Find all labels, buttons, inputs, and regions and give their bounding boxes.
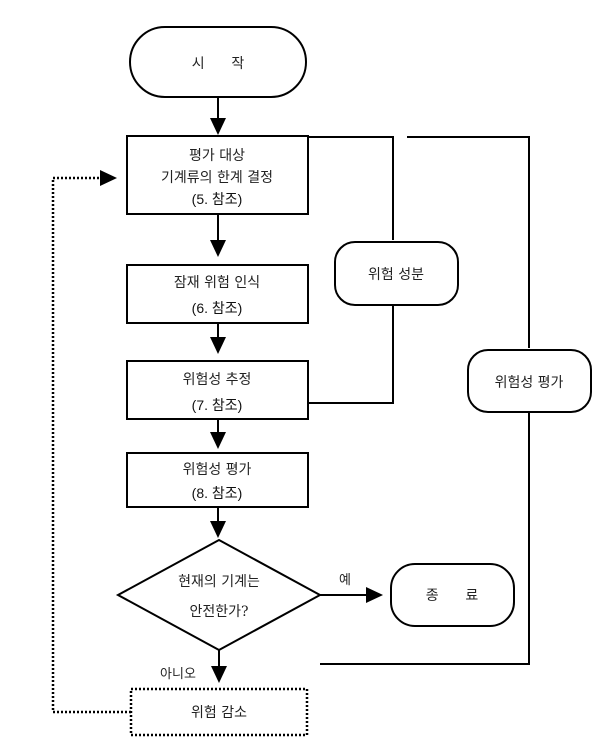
reduce-label: 위험 감소 xyxy=(191,705,247,721)
step3-ref: (7. 참조) xyxy=(192,397,243,413)
arrowhead xyxy=(210,240,226,257)
edge-reduce-step1-loop xyxy=(51,176,131,714)
process-risk-estimation: 위험성 추정 (7. 참조) xyxy=(126,360,309,420)
process-risk-evaluation: 위험성 평가 (8. 참조) xyxy=(126,452,309,508)
process-define-limits: 평가 대상 기계류의 한계 결정 (5. 참조) xyxy=(126,135,309,215)
yes-label: 예 xyxy=(339,573,351,588)
risk-component-label: 위험 성분 xyxy=(368,267,424,283)
decision-line2: 안전한가? xyxy=(189,604,248,620)
arrowhead xyxy=(366,587,383,603)
step1-line2: 기계류의 한계 결정 xyxy=(161,170,273,186)
end-label: 종 료 xyxy=(426,588,479,604)
step2-line1: 잠재 위험 인식 xyxy=(174,275,260,291)
arrowhead xyxy=(100,170,117,186)
decision-line1: 현재의 기계는 xyxy=(178,574,260,590)
bracket-risk-analysis: 위험 성분 xyxy=(308,136,459,404)
start-label: 시 작 xyxy=(192,56,245,72)
arrowhead xyxy=(210,521,226,538)
arrowhead xyxy=(211,666,227,683)
risk-assessment-label: 위험성 평가 xyxy=(495,375,564,391)
process-risk-reduction: 위험 감소 xyxy=(129,687,309,737)
no-label: 아니오 xyxy=(160,667,196,682)
arrowhead xyxy=(210,432,226,449)
arrowhead xyxy=(210,118,226,135)
end-node: 종 료 xyxy=(390,563,515,627)
process-identify-hazards: 잠재 위험 인식 (6. 참조) xyxy=(126,264,309,324)
arrowhead xyxy=(210,337,226,354)
start-node: 시 작 xyxy=(129,26,307,98)
step2-ref: (6. 참조) xyxy=(192,300,243,316)
step1-line1: 평가 대상 xyxy=(189,148,245,164)
bracket-risk-assessment: 위험성 평가 xyxy=(320,136,592,665)
step3-line1: 위험성 추정 xyxy=(183,372,252,388)
step1-ref: (5. 참조) xyxy=(192,191,243,207)
step4-line1: 위험성 평가 xyxy=(183,462,252,478)
step4-ref: (8. 참조) xyxy=(192,485,243,501)
decision-is-safe: 현재의 기계는 안전한가? xyxy=(115,538,323,652)
